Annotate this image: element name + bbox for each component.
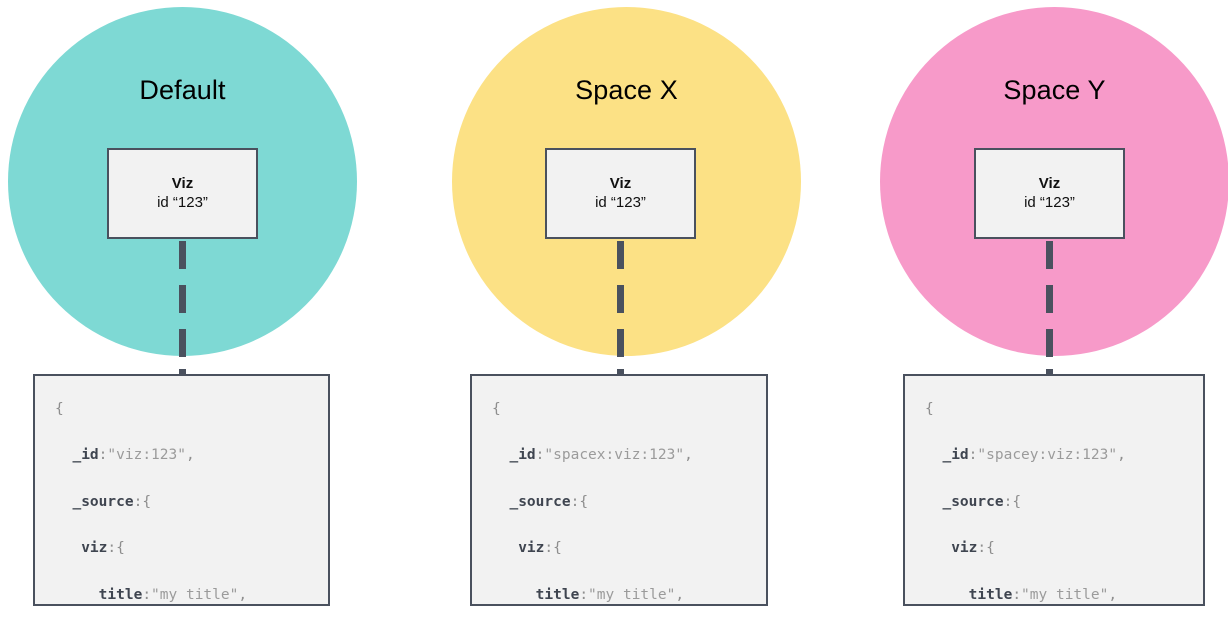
code-punct: : [579, 586, 589, 603]
code-punct [925, 587, 969, 603]
viz-node-id: id “123” [157, 194, 208, 211]
code-block-spacey: { _id:"spacey:viz:123", _source:{ viz:{ … [903, 374, 1205, 606]
code-line: title:"my title", [492, 584, 752, 604]
code-punct: , [675, 586, 685, 603]
code-key: title [535, 586, 580, 603]
viz-node-id: id “123” [1024, 194, 1075, 211]
viz-node-spacex[interactable]: Viz id “123” [545, 148, 696, 239]
code-punct [925, 447, 942, 463]
code-key: _source [72, 493, 134, 510]
code-punct: { [579, 493, 589, 510]
code-line: _source:{ [925, 491, 1189, 514]
code-punct: { [492, 401, 501, 417]
code-value: "my title" [588, 586, 676, 603]
space-label-spacey: Space Y [1003, 75, 1106, 105]
code-punct [925, 540, 951, 556]
code-line: viz:{ [55, 537, 314, 560]
code-line: { [55, 398, 314, 421]
code-punct: : [1012, 586, 1022, 603]
code-line: _source:{ [492, 491, 752, 514]
code-punct: : [133, 493, 143, 510]
code-punct [492, 540, 518, 556]
code-line: title:"my title", [925, 584, 1189, 604]
code-line: _id:"viz:123", [55, 444, 314, 467]
code-line: _id:"spacex:viz:123", [492, 444, 752, 467]
code-punct: , [684, 447, 693, 464]
code-key: viz [81, 540, 108, 557]
viz-node-title: Viz [609, 175, 632, 192]
code-line: viz:{ [925, 537, 1189, 560]
code-punct: : [968, 447, 978, 464]
code-punct [55, 587, 99, 603]
code-block-default: { _id:"viz:123", _source:{ viz:{ title:"… [33, 374, 330, 606]
code-punct: { [553, 540, 562, 557]
code-line: { [492, 398, 752, 421]
space-label-spacex: Space X [575, 75, 678, 105]
code-punct [925, 494, 942, 510]
code-key: _source [942, 493, 1004, 510]
code-line: _source:{ [55, 491, 314, 514]
code-punct: { [116, 540, 125, 557]
code-key: _source [509, 493, 571, 510]
code-punct [55, 447, 72, 463]
code-key: _id [509, 447, 536, 464]
code-punct: : [107, 540, 117, 557]
viz-node-title: Viz [171, 175, 194, 192]
code-line: { [925, 398, 1189, 421]
code-key: viz [518, 540, 545, 557]
code-line: _id:"spacey:viz:123", [925, 444, 1189, 467]
code-line: title:"my title", [55, 584, 314, 604]
code-punct: { [925, 401, 934, 417]
code-punct: : [544, 540, 554, 557]
code-punct: : [977, 540, 987, 557]
code-punct: : [1003, 493, 1013, 510]
code-punct: , [1117, 447, 1126, 464]
code-punct: { [1012, 493, 1022, 510]
code-value: "spacex:viz:123" [544, 447, 685, 464]
code-punct: , [238, 586, 248, 603]
code-value: "my title" [1021, 586, 1109, 603]
code-punct: , [185, 447, 195, 464]
code-key: title [98, 586, 143, 603]
viz-node-spacey[interactable]: Viz id “123” [974, 148, 1125, 239]
code-punct: : [142, 586, 152, 603]
viz-node-default[interactable]: Viz id “123” [107, 148, 258, 239]
connector-dashed-default [179, 241, 186, 374]
viz-node-id: id “123” [595, 194, 646, 211]
code-value: "viz:123" [107, 447, 186, 464]
code-punct [55, 494, 72, 510]
code-punct: { [55, 401, 64, 417]
code-block-spacex: { _id:"spacex:viz:123", _source:{ viz:{ … [470, 374, 768, 606]
code-punct: , [1108, 586, 1118, 603]
code-punct: : [535, 447, 545, 464]
connector-dashed-spacex [617, 241, 624, 374]
space-label-default: Default [139, 75, 226, 105]
code-punct [492, 494, 509, 510]
code-punct: { [986, 540, 995, 557]
viz-node-title: Viz [1038, 175, 1061, 192]
code-key: _id [942, 447, 969, 464]
code-punct [492, 447, 509, 463]
code-value: "spacey:viz:123" [977, 447, 1118, 464]
code-line: viz:{ [492, 537, 752, 560]
code-key: title [968, 586, 1013, 603]
code-value: "my title" [151, 586, 239, 603]
connector-dashed-spacey [1046, 241, 1053, 374]
code-punct: : [570, 493, 580, 510]
code-punct: : [98, 447, 108, 464]
code-punct [55, 540, 81, 556]
code-key: viz [951, 540, 978, 557]
code-punct: { [142, 493, 152, 510]
code-key: _id [72, 447, 99, 464]
code-punct [492, 587, 536, 603]
